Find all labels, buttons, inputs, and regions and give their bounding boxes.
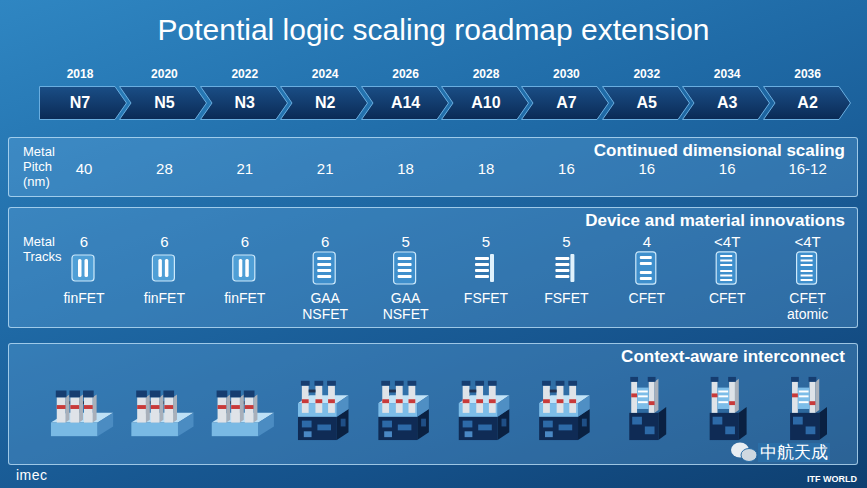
chevron-outline <box>763 87 850 120</box>
chevron-outline <box>120 87 207 120</box>
year-label: 2036 <box>769 67 847 82</box>
axis-label: Metal Tracks <box>23 234 75 264</box>
node-name: A3 <box>688 93 766 113</box>
panel-heading: Continued dimensional scaling <box>594 140 845 161</box>
value-cell: 28 <box>128 160 200 178</box>
value-cell: 16 <box>530 160 602 178</box>
value-cell: 16-12 <box>772 160 844 178</box>
device-name: FSFET <box>454 290 518 306</box>
node-chevron: 2034A3 <box>682 86 770 120</box>
logo-text: imec <box>16 467 48 483</box>
value-cell: 5 <box>530 233 602 251</box>
node-name: A2 <box>769 93 847 113</box>
device-name: CFET <box>615 290 679 306</box>
year-label: 2034 <box>688 67 766 82</box>
node-chevron: 2036A2 <box>763 86 851 120</box>
node-name: N3 <box>206 93 284 113</box>
value-cell: 5 <box>450 233 522 251</box>
value-cell: 40 <box>48 160 120 178</box>
node-name: A14 <box>367 93 445 113</box>
node-chevron: 2028A10 <box>441 86 529 120</box>
year-label: 2018 <box>41 67 119 82</box>
node-chevron: 2024N2 <box>280 86 368 120</box>
node-name: A7 <box>527 93 605 113</box>
device-name: FSFET <box>534 290 598 306</box>
node-name: A10 <box>447 93 525 113</box>
chevron-outline <box>602 87 689 120</box>
value-cell: 21 <box>289 160 361 178</box>
value-cell: 6 <box>289 233 361 251</box>
title: Potential logic scaling roadmap extensio… <box>0 12 867 48</box>
node-name: N5 <box>125 93 203 113</box>
node-chevron: 2026A14 <box>361 86 449 120</box>
value-cell: 6 <box>128 233 200 251</box>
chevron-outline <box>442 87 529 120</box>
panel-heading: Device and material innovations <box>585 210 845 231</box>
year-label: 2026 <box>367 67 445 82</box>
watermark: 中航天成 <box>758 443 830 462</box>
node-chevron: 2032A5 <box>602 86 690 120</box>
panel-heading: Context-aware interconnect <box>621 346 845 367</box>
device-name: GAA NSFET <box>293 290 357 322</box>
event-logo: ITF WORLD <box>807 474 857 485</box>
year-label: 2022 <box>206 67 284 82</box>
value-cell: 16 <box>691 160 763 178</box>
value-cell: <4T <box>691 233 763 251</box>
value-cell: 18 <box>370 160 442 178</box>
year-label: 2028 <box>447 67 525 82</box>
value-cell: 16 <box>611 160 683 178</box>
value-cell: 18 <box>450 160 522 178</box>
chevron-outline <box>200 87 287 120</box>
node-name: N2 <box>286 93 364 113</box>
device-name: finFET <box>213 290 277 306</box>
chevron-outline <box>683 87 770 120</box>
chevron-outline <box>40 87 127 120</box>
value-cell: 6 <box>209 233 281 251</box>
value-cell: 5 <box>370 233 442 251</box>
device-name: CFET atomic <box>776 290 840 322</box>
node-name: A5 <box>608 93 686 113</box>
device-name: GAA NSFET <box>374 290 438 322</box>
year-label: 2020 <box>125 67 203 82</box>
value-cell: 6 <box>48 233 120 251</box>
node-chevron: 2022N3 <box>200 86 288 120</box>
chevron-outline <box>361 87 448 120</box>
section-panel: Continued dimensional scaling Metal Pitch… <box>8 137 858 197</box>
device-name: finFET <box>132 290 196 306</box>
axis-label: Metal Pitch (nm) <box>23 144 69 189</box>
value-cell: 21 <box>209 160 281 178</box>
device-name: finFET <box>52 290 116 306</box>
node-chevron: 2030A7 <box>521 86 609 120</box>
year-label: 2030 <box>527 67 605 82</box>
chevron-outline <box>522 87 609 120</box>
node-name: N7 <box>41 93 119 113</box>
year-label: 2024 <box>286 67 364 82</box>
chevron-outline <box>281 87 368 120</box>
value-cell: 4 <box>611 233 683 251</box>
device-name: CFET <box>695 290 759 306</box>
node-chevron: 2020N5 <box>119 86 207 120</box>
value-cell: <4T <box>772 233 844 251</box>
node-chevron: 2018N7 <box>39 86 127 120</box>
year-label: 2032 <box>608 67 686 82</box>
